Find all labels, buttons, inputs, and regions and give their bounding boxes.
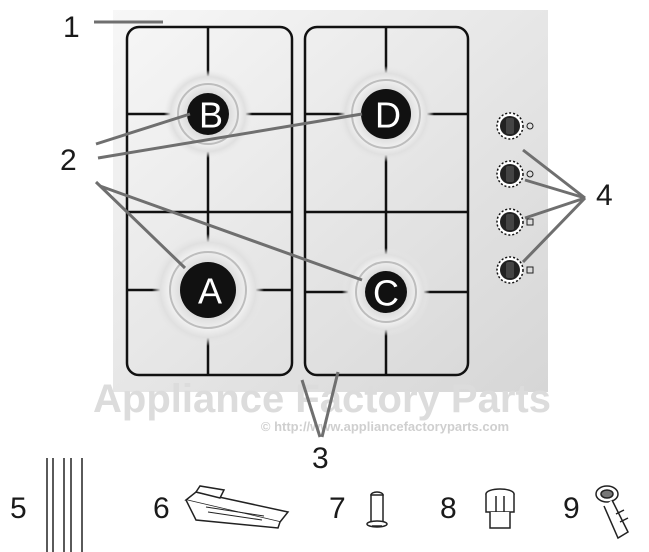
burner-a-label: A <box>198 271 222 312</box>
control-knob-3 <box>496 208 534 236</box>
watermark-title: Appliance Factory Parts <box>93 377 551 421</box>
callout-7: 7 <box>329 492 346 525</box>
bracket <box>184 485 290 529</box>
screw <box>366 491 388 528</box>
callout-9: 9 <box>563 492 580 525</box>
callout-5: 5 <box>10 492 27 525</box>
control-knob-4 <box>496 256 534 284</box>
callout-6: 6 <box>153 492 170 525</box>
burner-a: A <box>180 262 236 318</box>
callout-1: 1 <box>63 11 80 44</box>
callout-3: 3 <box>312 442 329 475</box>
injector-rods <box>46 458 83 552</box>
burner-b: B <box>187 93 229 136</box>
nut <box>485 488 515 529</box>
control-knob-2 <box>496 160 534 188</box>
burner-b-label: B <box>199 95 223 136</box>
control-knob-1 <box>496 112 534 140</box>
callout-2: 2 <box>60 144 77 177</box>
burner-c: C <box>365 271 407 314</box>
callout-4: 4 <box>596 179 613 212</box>
burner-d: D <box>361 89 411 139</box>
control-knobs <box>496 112 534 284</box>
burner-c-label: C <box>373 273 399 314</box>
burner-d-label: D <box>375 95 401 136</box>
callout-8: 8 <box>440 492 457 525</box>
leader-lines <box>94 20 587 438</box>
connector <box>595 485 629 540</box>
watermark-url: © http://www.appliancefactoryparts.com <box>261 419 509 434</box>
